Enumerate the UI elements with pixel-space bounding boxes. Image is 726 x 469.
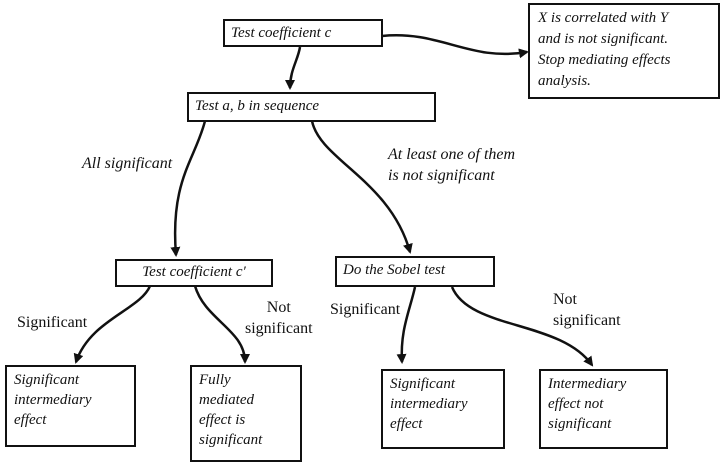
not-sig-right-line-1: Not [553, 291, 577, 308]
conclusion-line-2: and is not significant. [538, 31, 669, 47]
not-sig-right-line-2: significant [553, 312, 621, 329]
significant-intermediary-effect-left-box: Significant intermediary effect [5, 365, 136, 447]
at-least-one-line-1: At least one of them [388, 146, 516, 163]
arrow-sobel-to-not-significant [450, 286, 594, 367]
not-significant-right-label: Not significant [553, 289, 621, 331]
all-significant-label: All significant [82, 153, 172, 174]
fully-line-2: mediated [199, 392, 254, 408]
conclusion-line-4: analysis. [538, 73, 591, 89]
arrow-c-prime-to-fully [193, 285, 250, 364]
fully-mediated-effect-box: Fully mediated effect is significant [190, 365, 302, 462]
significant-right-text: Significant [330, 301, 401, 318]
sobel-test-text: Do the Sobel test [343, 262, 446, 278]
not-sig-line-1: Intermediary [548, 376, 627, 392]
sig-right-line-3: effect [390, 416, 423, 432]
at-least-one-not-significant-label: At least one of them is not significant [388, 144, 515, 186]
test-coefficient-c-box: Test coefficient c [223, 19, 383, 47]
fully-line-4: significant [199, 432, 263, 448]
not-sig-line-2: effect not [548, 396, 604, 412]
significant-left-label: Significant [17, 312, 87, 333]
significant-right-label: Significant [330, 299, 400, 320]
conclusion-line-3: Stop mediating effects [538, 52, 671, 68]
sig-right-line-1: Significant [390, 376, 455, 392]
sig-left-line-2: intermediary [14, 392, 92, 408]
test-coefficient-c-prime-text: Test coefficient c′ [142, 264, 246, 280]
not-sig-line-3: significant [548, 416, 612, 432]
test-coefficient-c-prime-box: Test coefficient c′ [115, 259, 273, 287]
arrow-ab-to-sobel [310, 120, 413, 254]
conclusion-line-1: X is correlated with Y [538, 10, 669, 26]
significant-left-text: Significant [17, 314, 88, 331]
all-significant-text: All significant [82, 155, 173, 172]
sig-left-line-1: Significant [14, 372, 79, 388]
test-a-b-box: Test a, b in sequence [187, 92, 436, 122]
arrow-c-to-ab [285, 46, 302, 90]
sig-left-line-3: effect [14, 412, 47, 428]
at-least-one-line-2: is not significant [388, 167, 495, 184]
sobel-test-box: Do the Sobel test [335, 256, 495, 287]
not-significant-left-label: Not significant [245, 297, 313, 339]
test-a-b-text: Test a, b in sequence [195, 98, 320, 114]
x-correlated-conclusion-box: X is correlated with Y and is not signif… [528, 3, 720, 99]
fully-line-1: Fully [199, 372, 231, 388]
arrow-c-to-conclusion [381, 34, 529, 59]
significant-intermediary-effect-right-box: Significant intermediary effect [381, 369, 505, 449]
arrow-c-prime-to-significant [73, 285, 152, 364]
intermediary-effect-not-significant-box: Intermediary effect not significant [539, 369, 668, 449]
arrow-ab-to-c-prime [170, 120, 207, 257]
not-sig-left-line-1: Not [266, 299, 291, 316]
sig-right-line-2: intermediary [390, 396, 468, 412]
not-sig-left-line-2: significant [245, 320, 313, 337]
test-coefficient-c-text: Test coefficient c [231, 25, 332, 41]
fully-line-3: effect is [199, 412, 246, 428]
arrow-sobel-to-significant [396, 286, 417, 364]
